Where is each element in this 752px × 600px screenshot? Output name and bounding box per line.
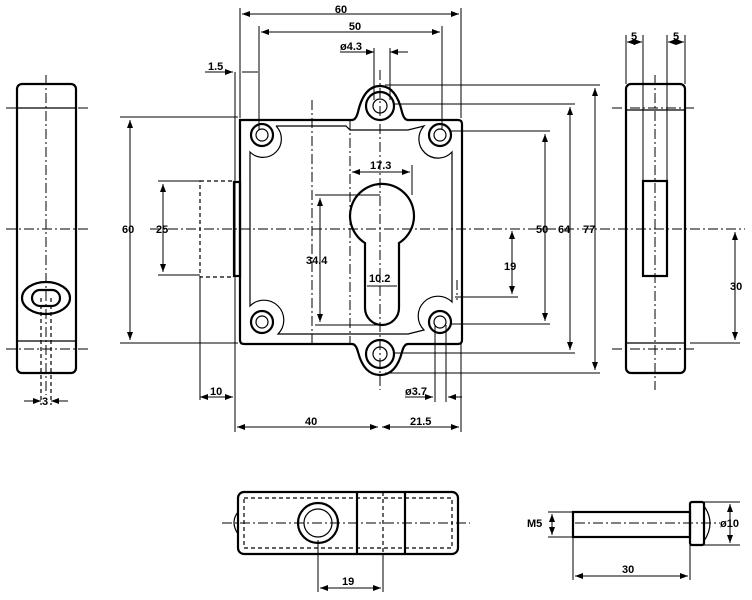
dim-label: 77 <box>583 224 595 236</box>
right-side-view: 5 5 30 <box>612 31 742 390</box>
dim-label: M5 <box>527 518 542 530</box>
dim-label: 50 <box>349 21 361 33</box>
dim-label: ø10 <box>720 518 739 530</box>
dim-label: 30 <box>730 281 742 293</box>
dim-label: ø3.7 <box>405 386 427 398</box>
left-side-view: 3 <box>6 75 88 408</box>
dim-label: 5 <box>673 31 679 43</box>
dim-label: 10.2 <box>369 273 390 285</box>
dim-label: 40 <box>305 416 317 428</box>
dim-label: 21.5 <box>410 416 431 428</box>
dim-label: 19 <box>342 576 354 588</box>
dim-label: 25 <box>156 224 168 236</box>
dim-label: 50 <box>536 224 548 236</box>
dimension-lines: 60 50 ø4.3 1.5 60 25 10 40 21.5 ø3.7 34.… <box>120 4 600 432</box>
dim-label: 17.3 <box>370 160 391 172</box>
keyhole-oval <box>20 280 72 316</box>
dim-label: 3 <box>42 396 48 408</box>
bottom-view: 19 <box>222 490 470 592</box>
keyhole <box>348 182 416 327</box>
dim-label: 64 <box>558 224 571 236</box>
dim-label: 60 <box>122 224 134 236</box>
dim-label: 1.5 <box>208 61 223 73</box>
screw-view: M5 ø10 30 <box>527 500 740 580</box>
dim-label: 60 <box>335 4 347 16</box>
dim-label: 5 <box>631 31 637 43</box>
dim-label: ø4.3 <box>340 41 362 53</box>
front-view <box>150 70 745 390</box>
dim-label: 19 <box>504 261 516 273</box>
dim-label: 30 <box>622 564 634 576</box>
dim-label: 34.4 <box>306 255 328 267</box>
dim-label: 10 <box>210 386 222 398</box>
